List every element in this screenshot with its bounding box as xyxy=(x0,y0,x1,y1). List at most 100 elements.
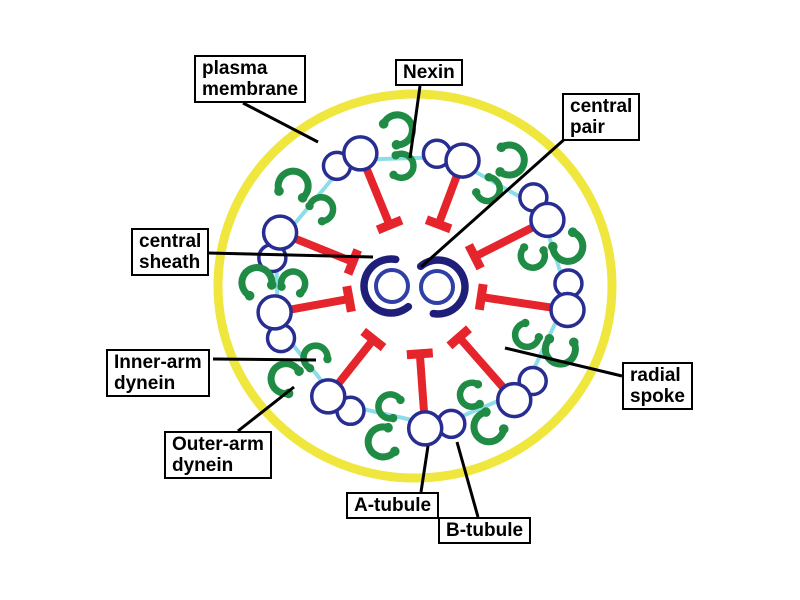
inner-dynein-arm xyxy=(375,391,405,423)
radial-spoke-stem xyxy=(434,170,463,226)
inner-dynein-arm-knob xyxy=(539,246,548,255)
inner-dynein-arm-arc xyxy=(375,391,404,422)
central-pair-microtubule xyxy=(374,268,410,304)
outer-dynein-arm-arc xyxy=(541,335,579,368)
inner-dynein-arm-knob xyxy=(521,318,530,328)
pointer-line-b-tubule xyxy=(455,441,480,518)
radial-spoke xyxy=(474,283,557,313)
microtubule-doublet xyxy=(421,138,481,179)
inner-dynein-arm xyxy=(511,318,544,351)
label-plasma-membrane: plasma membrane xyxy=(194,55,307,103)
radial-spoke-stem xyxy=(480,293,557,313)
a-tubule-circle xyxy=(256,294,293,331)
microtubule-doublet xyxy=(518,182,566,239)
central-sheath-arc xyxy=(360,255,413,317)
inner-dynein-arm-knob xyxy=(472,188,481,197)
outer-dynein-arm-knob xyxy=(297,193,308,203)
outer-dynein-arm xyxy=(470,407,509,446)
inner-dynein-arm-arc xyxy=(300,342,331,372)
outer-dynein-arm xyxy=(495,141,528,179)
central-pair-microtubule xyxy=(419,269,455,305)
outer-dynein-arm-knob xyxy=(496,142,507,153)
label-outer-arm-dynein: Outer-arm dynein xyxy=(164,431,272,479)
outer-dynein-arm-knob xyxy=(495,167,505,177)
a-tubule-circle xyxy=(496,381,533,419)
inner-dynein-arm-arc xyxy=(306,194,337,225)
inner-dynein-arm xyxy=(456,379,484,410)
inner-dynein-arm-knob xyxy=(475,399,484,409)
radial-spoke-head xyxy=(446,325,472,350)
outer-dynein-arm xyxy=(274,167,312,203)
inner-dynein-arm-knob xyxy=(323,354,332,364)
pointer-line-nexin xyxy=(408,85,422,159)
label-nexin: Nexin xyxy=(395,59,463,86)
outer-dynein-arm-knob xyxy=(274,186,284,196)
pointer-line-a-tubule xyxy=(419,445,430,493)
outer-dynein-arm-knob xyxy=(294,366,304,376)
inner-dynein-arm xyxy=(517,243,549,271)
radial-spoke xyxy=(446,325,510,394)
outer-dynein-arm xyxy=(541,334,579,368)
outer-dynein-arm xyxy=(548,227,587,265)
radial-spoke-head xyxy=(375,215,404,235)
inner-dynein-arm xyxy=(300,342,332,373)
inner-dynein-arm-arc xyxy=(390,150,417,182)
a-tubule-circle xyxy=(342,135,379,172)
outer-dynein-arm xyxy=(364,422,400,461)
radial-spoke-stem xyxy=(332,337,377,390)
pointer-line-radial-spoke xyxy=(504,346,623,378)
label-inner-arm-dynein: Inner-arm dynein xyxy=(106,349,210,397)
inner-dynein-arm-knob xyxy=(388,413,398,423)
outer-dynein-arm-knob xyxy=(498,424,509,434)
outer-dynein-arm-arc xyxy=(380,111,416,149)
label-central-sheath: central sheath xyxy=(131,228,210,276)
inner-dynein-arm-knob xyxy=(484,172,493,182)
outer-dynein-arm-knob xyxy=(548,241,558,252)
microtubule-doublet xyxy=(256,294,297,354)
a-tubule-circle xyxy=(310,378,347,415)
label-a-tubule: A-tubule xyxy=(346,492,440,519)
a-tubule-circle xyxy=(529,201,566,239)
inner-dynein-arm-arc xyxy=(472,173,503,205)
outer-dynein-arm xyxy=(378,111,416,150)
radial-spoke-stem xyxy=(456,334,510,394)
inner-dynein-arm-knob xyxy=(396,395,405,405)
radial-spoke-stem xyxy=(285,294,350,315)
pointer-line-outer-arm-dynein xyxy=(237,385,295,433)
outer-dynein-arm-arc xyxy=(267,360,303,398)
inner-dynein-arm-knob xyxy=(295,289,305,298)
outer-dynein-arm-knob xyxy=(567,227,578,238)
outer-dynein-arm-knob xyxy=(244,290,255,301)
outer-dynein-arm-knob xyxy=(266,280,277,290)
outer-dynein-arm-knob xyxy=(390,446,400,457)
inner-dynein-arm-knob xyxy=(473,380,483,389)
inner-dynein-arm xyxy=(305,194,337,226)
radial-spoke-head xyxy=(464,243,485,271)
pointer-line-plasma-membrane xyxy=(242,101,319,144)
inner-dynein-arm-knob xyxy=(519,243,529,252)
inner-dynein-arm-knob xyxy=(317,216,327,226)
outer-dynein-arm-knob xyxy=(391,140,402,150)
central-sheath-arc xyxy=(416,256,469,318)
inner-dynein-arm-knob xyxy=(391,151,400,160)
outer-dynein-arm-knob xyxy=(378,119,389,129)
label-central-pair: central pair xyxy=(562,93,641,141)
radial-spoke-head xyxy=(424,215,453,234)
radial-spoke-head xyxy=(342,285,356,313)
inner-dynein-arm-arc xyxy=(511,319,543,351)
outer-dynein-arm-arc xyxy=(549,228,587,265)
radial-spoke xyxy=(424,170,463,234)
inner-dynein-arm-knob xyxy=(305,364,315,373)
radial-spoke xyxy=(361,163,404,235)
radial-spoke-stem xyxy=(472,221,539,261)
outer-dynein-arm-knob xyxy=(544,334,555,344)
radial-spoke-stem xyxy=(361,163,394,227)
outer-dynein-arm-arc xyxy=(274,167,312,202)
radial-spoke xyxy=(406,348,434,417)
inner-dynein-arm-arc xyxy=(277,268,309,297)
label-radial-spoke: radial spoke xyxy=(622,362,693,410)
label-b-tubule: B-tubule xyxy=(438,517,532,544)
microtubule-doublet xyxy=(549,268,586,329)
